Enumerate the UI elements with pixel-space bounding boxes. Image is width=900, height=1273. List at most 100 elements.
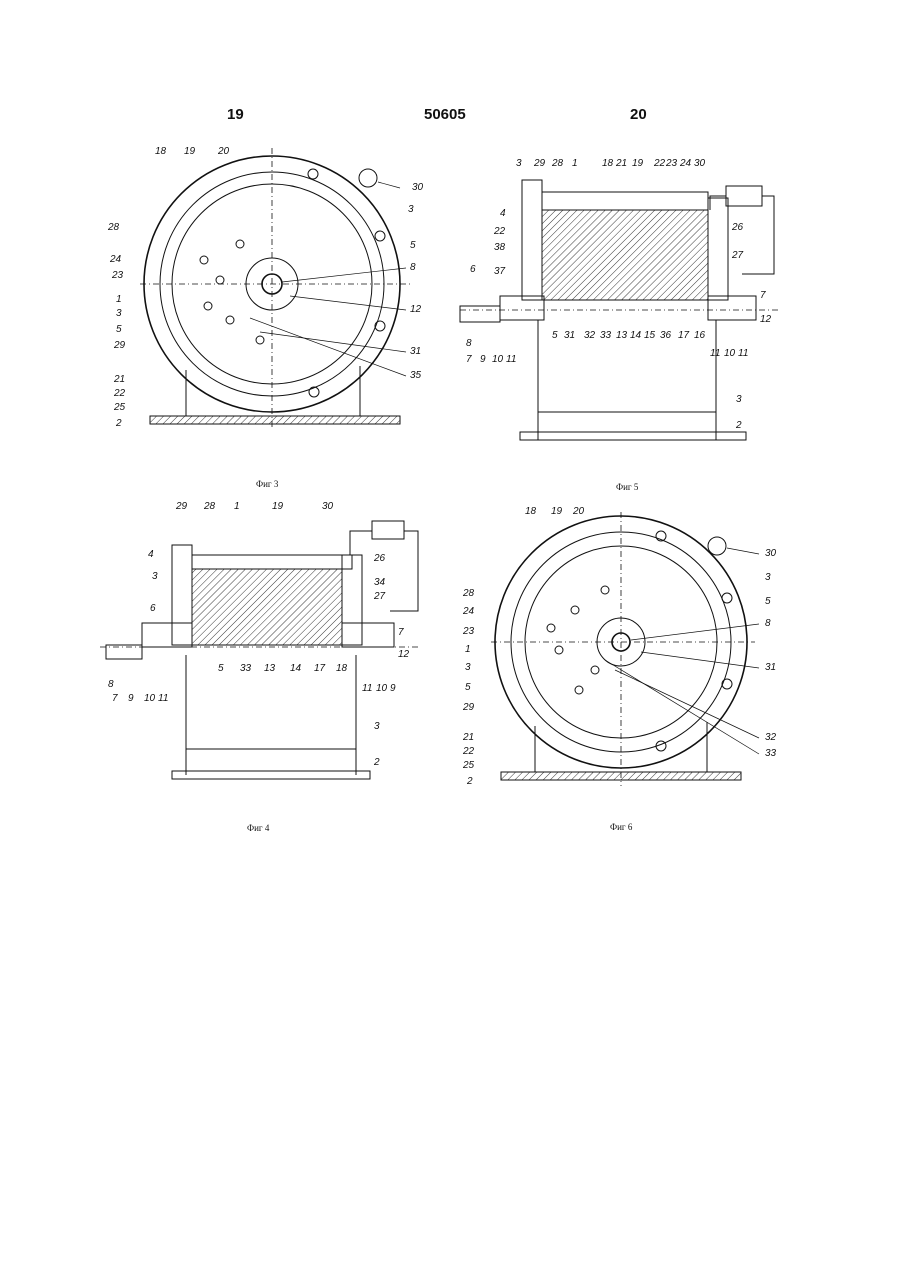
label: 8 [410,262,416,273]
leader-line [378,182,400,188]
hole [216,276,224,284]
label: 27 [731,250,744,261]
label: 1 [116,294,122,305]
label: 24 [679,158,692,169]
label: 26 [373,553,386,564]
label: 30 [694,158,706,169]
label: 7 [466,354,472,365]
label: 14 [290,663,302,674]
label: 27 [373,591,386,602]
label: 33 [240,663,252,674]
label: 6 [150,603,156,614]
label: 25 [113,402,126,413]
label: 9 [480,354,486,365]
label: 10 [144,693,156,704]
label: 28 [203,501,216,512]
label: 12 [398,649,410,660]
pipe-box [372,521,404,539]
label: 17 [678,330,690,341]
label: 4 [500,208,506,219]
leader-line [605,660,759,754]
label: 28 [107,222,120,233]
hole [571,606,579,614]
hole [226,316,234,324]
label: 5 [552,330,558,341]
hole [575,686,583,694]
label: 12 [410,304,422,315]
label: 32 [584,330,596,341]
label: 23 [111,270,124,281]
label: 1 [572,158,578,169]
label: 8 [108,679,114,690]
leader-line [282,268,406,282]
label: 24 [109,254,122,265]
page-number-left: 19 [227,106,244,123]
housing-right-flange [708,198,728,300]
label: 31 [765,662,776,673]
label: 22 [462,746,475,757]
label: 19 [632,158,644,169]
label: 19 [272,501,284,512]
housing-left-flange [522,180,542,300]
label: 20 [572,506,585,517]
label: 1 [465,644,471,655]
hole [601,586,609,594]
label: 25 [462,760,475,771]
hole [555,646,563,654]
label: 4 [148,549,154,560]
hole [236,240,244,248]
figure-6-caption: Фиг 6 [610,822,632,832]
document-number: 50605 [424,106,466,123]
label: 10 [376,683,388,694]
label: 3 [374,721,380,732]
label: 18 [336,663,348,674]
label: 5 [465,682,471,693]
label: 21 [615,158,627,169]
label: 22 [653,158,666,169]
bolt-hole [309,387,319,397]
label: 3 [765,572,771,583]
label: 21 [462,732,474,743]
label: 38 [494,242,506,253]
label: 15 [644,330,656,341]
label: 2 [735,420,742,431]
label: 28 [462,588,475,599]
label: 3 [408,204,414,215]
label: 2 [466,776,473,787]
hole [256,336,264,344]
label: 5 [116,324,122,335]
bolt-hole [375,231,385,241]
hole [200,256,208,264]
label: 8 [466,338,472,349]
label: 3 [516,158,522,169]
label: 30 [322,501,334,512]
pipe-fitting [708,537,726,555]
hole [547,624,555,632]
label: 29 [113,340,126,351]
label: 29 [533,158,546,169]
label: 21 [113,374,125,385]
label: 31 [410,346,421,357]
hole [591,666,599,674]
label: 22 [113,388,126,399]
base [172,771,370,779]
label: 33 [600,330,612,341]
label: 18 [525,506,537,517]
label: 19 [184,146,196,157]
label: 2 [115,418,122,429]
label: 11 [506,354,516,365]
label: 3 [152,571,158,582]
bearing-left [142,623,192,647]
label: 26 [731,222,744,233]
label: 7 [760,290,766,301]
bolt-hole [308,169,318,179]
label: 33 [765,748,777,759]
housing-top [192,555,352,569]
label: 2 [373,757,380,768]
figure-3-caption: Фиг 3 [256,479,278,489]
label: 11 [710,348,720,359]
label: 28 [551,158,564,169]
figure-6-drawing: 18 19 20 30 3 28 24 23 1 3 5 29 21 22 25… [455,500,795,800]
bolt-hole [722,593,732,603]
label: 6 [470,264,476,275]
